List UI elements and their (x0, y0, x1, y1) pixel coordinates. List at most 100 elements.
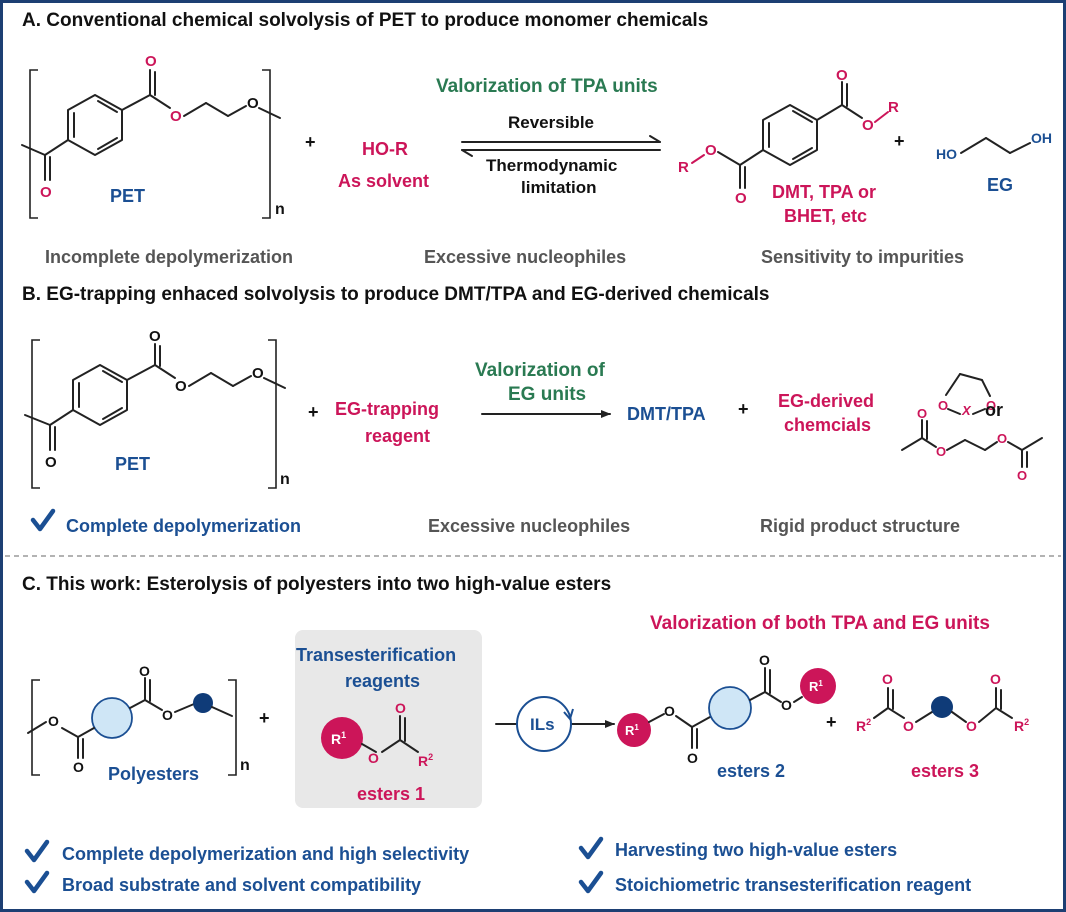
benzene-ring (72, 364, 128, 426)
benefit-item: Stoichiometric transesterification reage… (615, 875, 971, 895)
svg-text:HO: HO (936, 146, 957, 162)
pet-structure-b: n O O O O PET (24, 328, 290, 489)
drawback-rigid: Rigid product structure (760, 516, 960, 536)
benefit-item: Complete depolymerization and high selec… (62, 844, 469, 864)
svg-text:O: O (1017, 468, 1027, 483)
svg-text:O: O (368, 750, 379, 766)
plus-sign: + (305, 132, 316, 152)
left-bracket (29, 69, 38, 219)
svg-text:O: O (175, 378, 187, 395)
repeat-n: n (275, 201, 285, 218)
section-b: B. EG-trapping enhaced solvolysis to pro… (22, 284, 1043, 536)
svg-text:R1: R1 (331, 730, 346, 747)
drawback-impurities: Sensitivity to impurities (761, 247, 964, 267)
ils-catalyst: ILs (530, 715, 555, 734)
esters-3-label: esters 3 (911, 761, 979, 781)
drawback-incomplete: Incomplete depolymerization (45, 247, 293, 267)
pet-label: PET (110, 186, 145, 206)
svg-text:R1: R1 (625, 723, 639, 738)
section-c-title: C. This work: Esterolysis of polyesters … (22, 574, 611, 595)
arrow-top-label: Reversible (508, 113, 594, 132)
solvent-line1: HO-R (362, 139, 408, 159)
section-a: A. Conventional chemical solvolysis of P… (21, 10, 1052, 267)
svg-text:O: O (990, 671, 1001, 687)
svg-text:O: O (997, 431, 1007, 446)
svg-text:R: R (678, 159, 689, 176)
pet-label: PET (115, 454, 150, 474)
svg-text:O: O (986, 398, 996, 413)
svg-text:OH: OH (1031, 130, 1052, 146)
svg-text:+: + (738, 399, 749, 419)
solvent-line2: As solvent (338, 171, 429, 191)
right-bracket (268, 339, 277, 489)
esters-3-structure: R2 O O O O R2 esters 3 (856, 671, 1029, 781)
arrow-bottom-line1: Thermodynamic (486, 156, 617, 175)
acid-unit-node (708, 686, 752, 730)
diol-unit-node (931, 696, 953, 718)
or-label: or (985, 400, 1003, 420)
left-bracket (31, 679, 40, 776)
svg-text:O: O (687, 750, 698, 766)
right-bracket (262, 69, 271, 219)
reagent-title-line1: Transesterification (296, 645, 456, 665)
svg-text:O: O (395, 700, 406, 716)
ethylene-glycol: HO OH EG (936, 130, 1052, 195)
polyester-structure: n O O O O Polyesters (27, 663, 250, 784)
esters-2-structure: R1 O O O O R1 esters 2 (617, 652, 836, 781)
svg-text:O: O (936, 444, 946, 459)
check-icon (24, 870, 50, 894)
product-label-line2: BHET, etc (784, 206, 867, 226)
svg-text:O: O (862, 117, 874, 134)
svg-text:O: O (170, 108, 182, 125)
drawback-nucleophiles: Excessive nucleophiles (424, 247, 626, 267)
svg-text:R2: R2 (1014, 717, 1029, 734)
benzene-ring (762, 104, 818, 166)
svg-text:O: O (40, 184, 52, 201)
valorization-eg-line2: EG units (508, 384, 586, 405)
svg-text:+: + (894, 131, 905, 151)
section-a-title: A. Conventional chemical solvolysis of P… (22, 10, 708, 31)
dioxolane-structure: O O X (938, 373, 996, 418)
equilibrium-arrow (461, 135, 661, 157)
trapping-reagent-line1: EG-trapping (335, 399, 439, 419)
diol-unit-node (193, 693, 213, 713)
valorization-tpa: Valorization of TPA units (436, 76, 658, 97)
benefit-item: Harvesting two high-value esters (615, 840, 897, 860)
svg-text:R: R (888, 99, 899, 116)
eg-derived-line1: EG-derived (778, 391, 874, 411)
svg-text:n: n (240, 757, 250, 774)
svg-text:O: O (247, 95, 259, 112)
svg-text:R2: R2 (856, 717, 871, 734)
svg-text:O: O (252, 365, 264, 382)
benefit-complete: Complete depolymerization (66, 516, 301, 536)
svg-text:O: O (139, 663, 150, 679)
svg-text:O: O (917, 406, 927, 421)
check-icon (578, 836, 604, 860)
reagent-box (295, 630, 482, 808)
svg-text:+: + (259, 708, 270, 728)
svg-text:O: O (162, 707, 173, 723)
svg-text:+: + (308, 402, 319, 422)
svg-text:O: O (48, 713, 59, 729)
carbonyl-o: O (145, 53, 157, 70)
arrow-bottom-line2: limitation (521, 178, 597, 197)
svg-text:O: O (903, 718, 914, 734)
svg-text:O: O (705, 142, 717, 159)
dmt-tpa-product: DMT/TPA (627, 404, 706, 424)
trapping-reagent-line2: reagent (365, 426, 430, 446)
diester-product-a: O O R O O R DMT, TPA or BHET, etc (678, 67, 899, 226)
svg-text:O: O (45, 454, 57, 471)
eg-diacetate-structure: O O O O (901, 406, 1043, 483)
esters-1-label: esters 1 (357, 784, 425, 804)
svg-text:O: O (149, 328, 161, 345)
svg-text:R1: R1 (809, 679, 823, 694)
eg-label: EG (987, 175, 1013, 195)
svg-text:O: O (664, 703, 675, 719)
check-icon (578, 870, 604, 894)
r1-node (800, 668, 836, 704)
valorization-both: Valorization of both TPA and EG units (650, 613, 990, 634)
product-label-line1: DMT, TPA or (772, 182, 876, 202)
pet-structure-a: n O O O O PET (21, 53, 285, 219)
